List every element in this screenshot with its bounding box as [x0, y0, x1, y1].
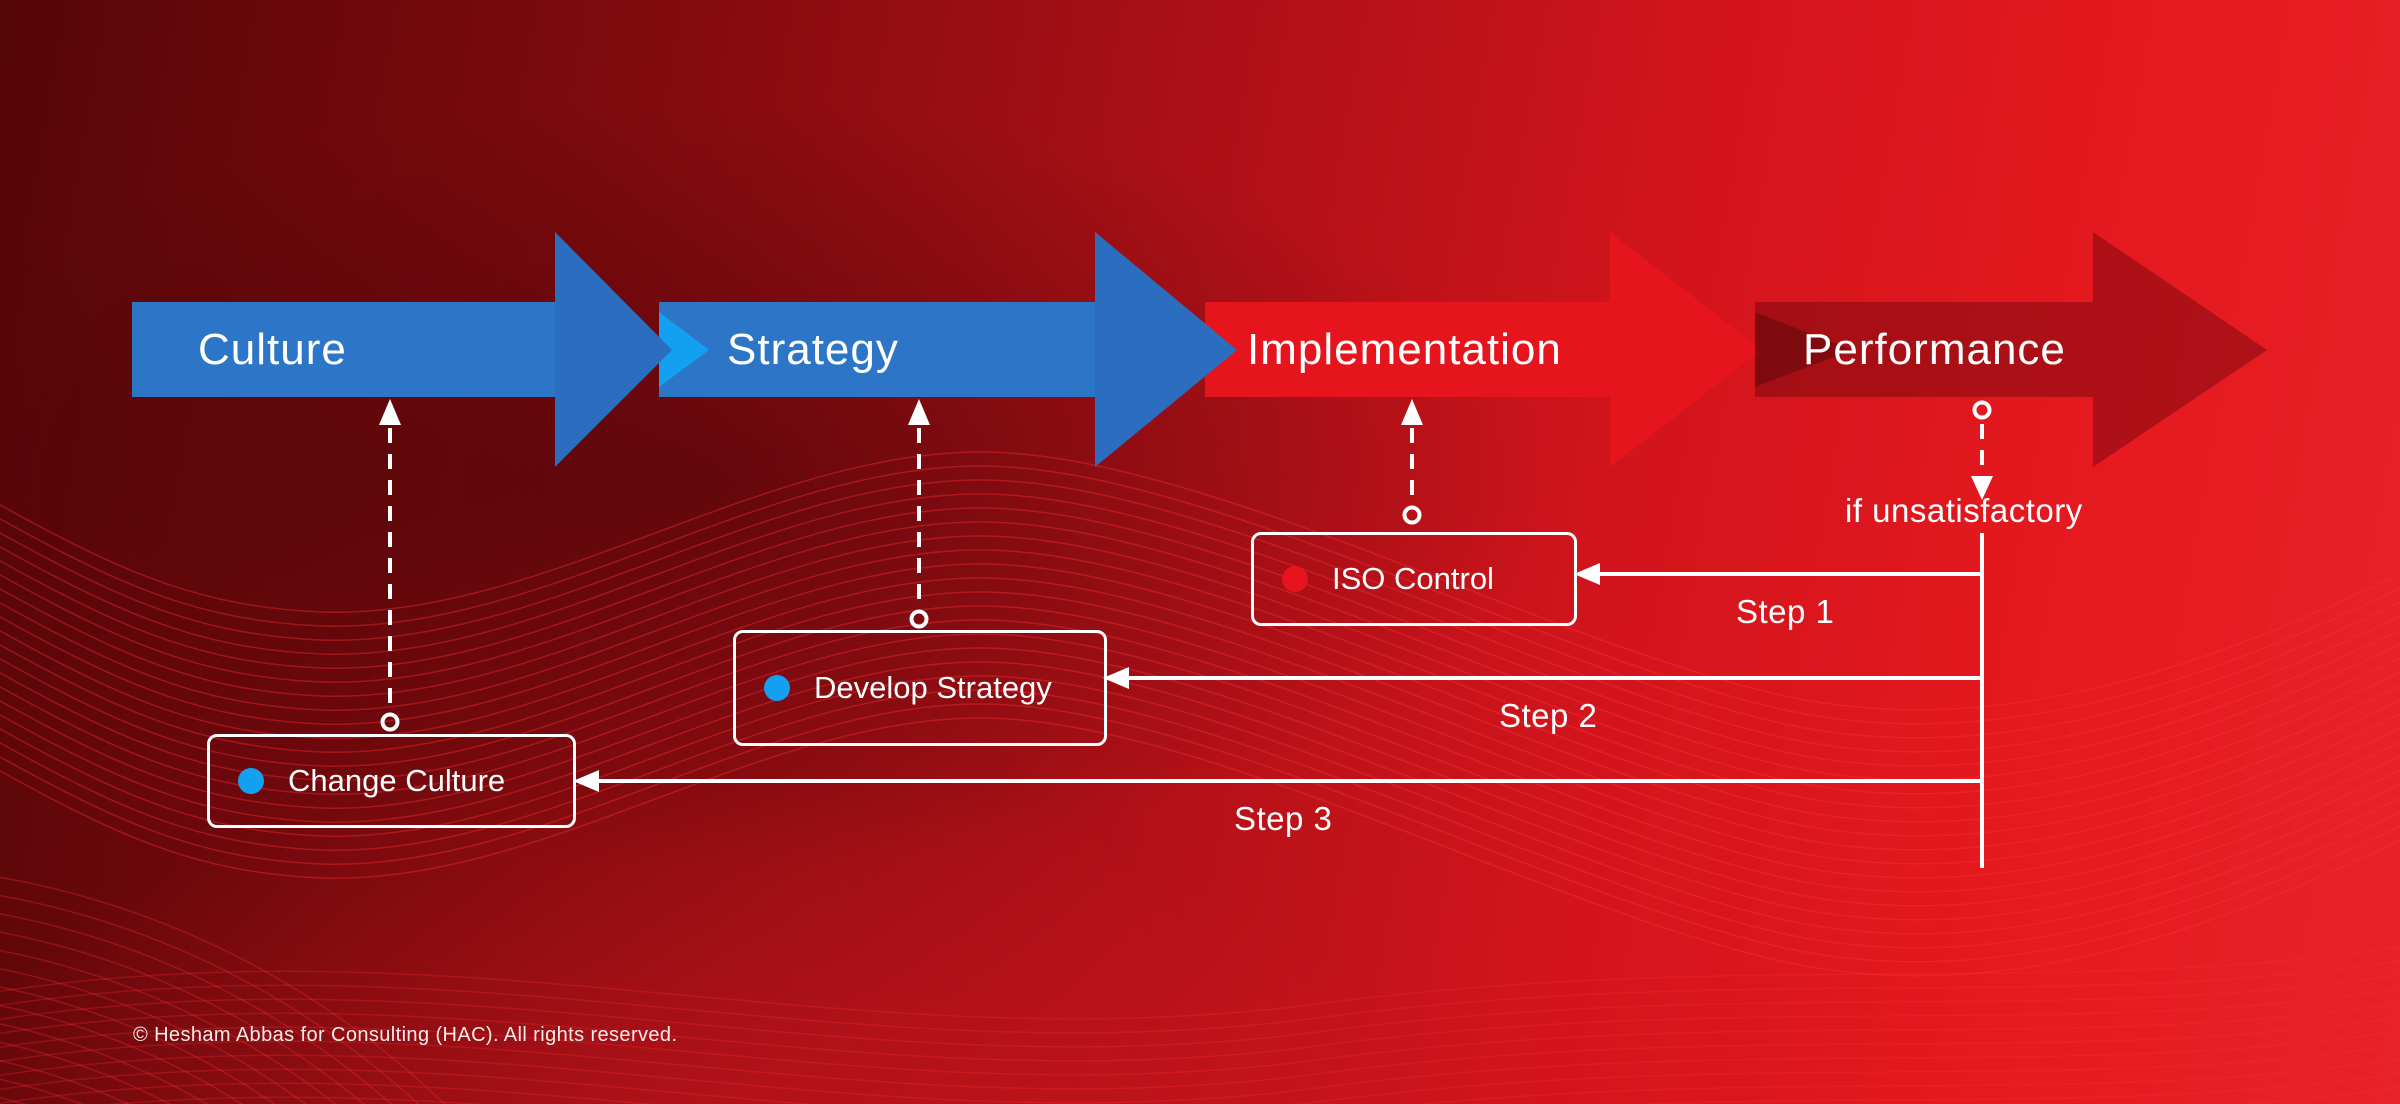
copyright-text: © Hesham Abbas for Consulting (HAC). All…: [133, 1024, 678, 1046]
arrowhead-up-implementation: [1401, 399, 1423, 425]
bullet-dot-icon: [764, 675, 790, 701]
arrowhead-left-step3: [573, 770, 599, 792]
strategy-accent-chevron: [659, 312, 709, 387]
strategy-arrow-head: [1095, 232, 1237, 467]
bullet-dot-icon: [238, 768, 264, 794]
bullet-dot-icon: [1282, 566, 1308, 592]
performance-accent-chevron: [1755, 312, 1852, 387]
box-label: Develop Strategy: [814, 670, 1052, 705]
stage-label-strategy: Strategy: [727, 324, 899, 374]
stage-label-implementation: Implementation: [1247, 324, 1562, 374]
condition-label: if unsatisfactory: [1845, 492, 2083, 529]
step-label-2: Step 2: [1499, 697, 1598, 734]
strategy-arrow-shape: [659, 302, 1095, 397]
stage-label-performance: Performance: [1803, 324, 2066, 374]
connector-strategy: [909, 428, 929, 629]
performance-arrow-shape: [1755, 232, 2267, 467]
dashed-connector-arrowheads: [379, 399, 1993, 500]
box-develop-strategy: Develop Strategy: [733, 630, 1107, 746]
connector-implementation: [1402, 428, 1422, 525]
arrowhead-up-culture: [379, 399, 401, 425]
arrowhead-down-performance: [1971, 476, 1993, 500]
dashed-connectors: [380, 400, 1992, 732]
box-label: Change Culture: [288, 763, 506, 798]
feedback-lines: [597, 533, 1984, 868]
box-label: ISO Control: [1332, 561, 1494, 596]
box-change-culture: Change Culture: [207, 734, 576, 828]
step-label-1: Step 1: [1736, 593, 1835, 630]
arrowhead-up-strategy: [908, 399, 930, 425]
connector-performance: [1972, 400, 1992, 474]
culture-arrow-shape: [132, 232, 672, 467]
connector-culture: [380, 428, 400, 732]
arrowhead-left-step1: [1574, 563, 1600, 585]
step-label-3: Step 3: [1234, 800, 1333, 837]
stage-label-culture: Culture: [198, 324, 347, 374]
arrowhead-left-step2: [1103, 667, 1129, 689]
box-iso-control: ISO Control: [1251, 532, 1577, 626]
feedback-line-arrowheads: [573, 563, 1600, 792]
implementation-arrow-shape: [1205, 232, 1762, 467]
